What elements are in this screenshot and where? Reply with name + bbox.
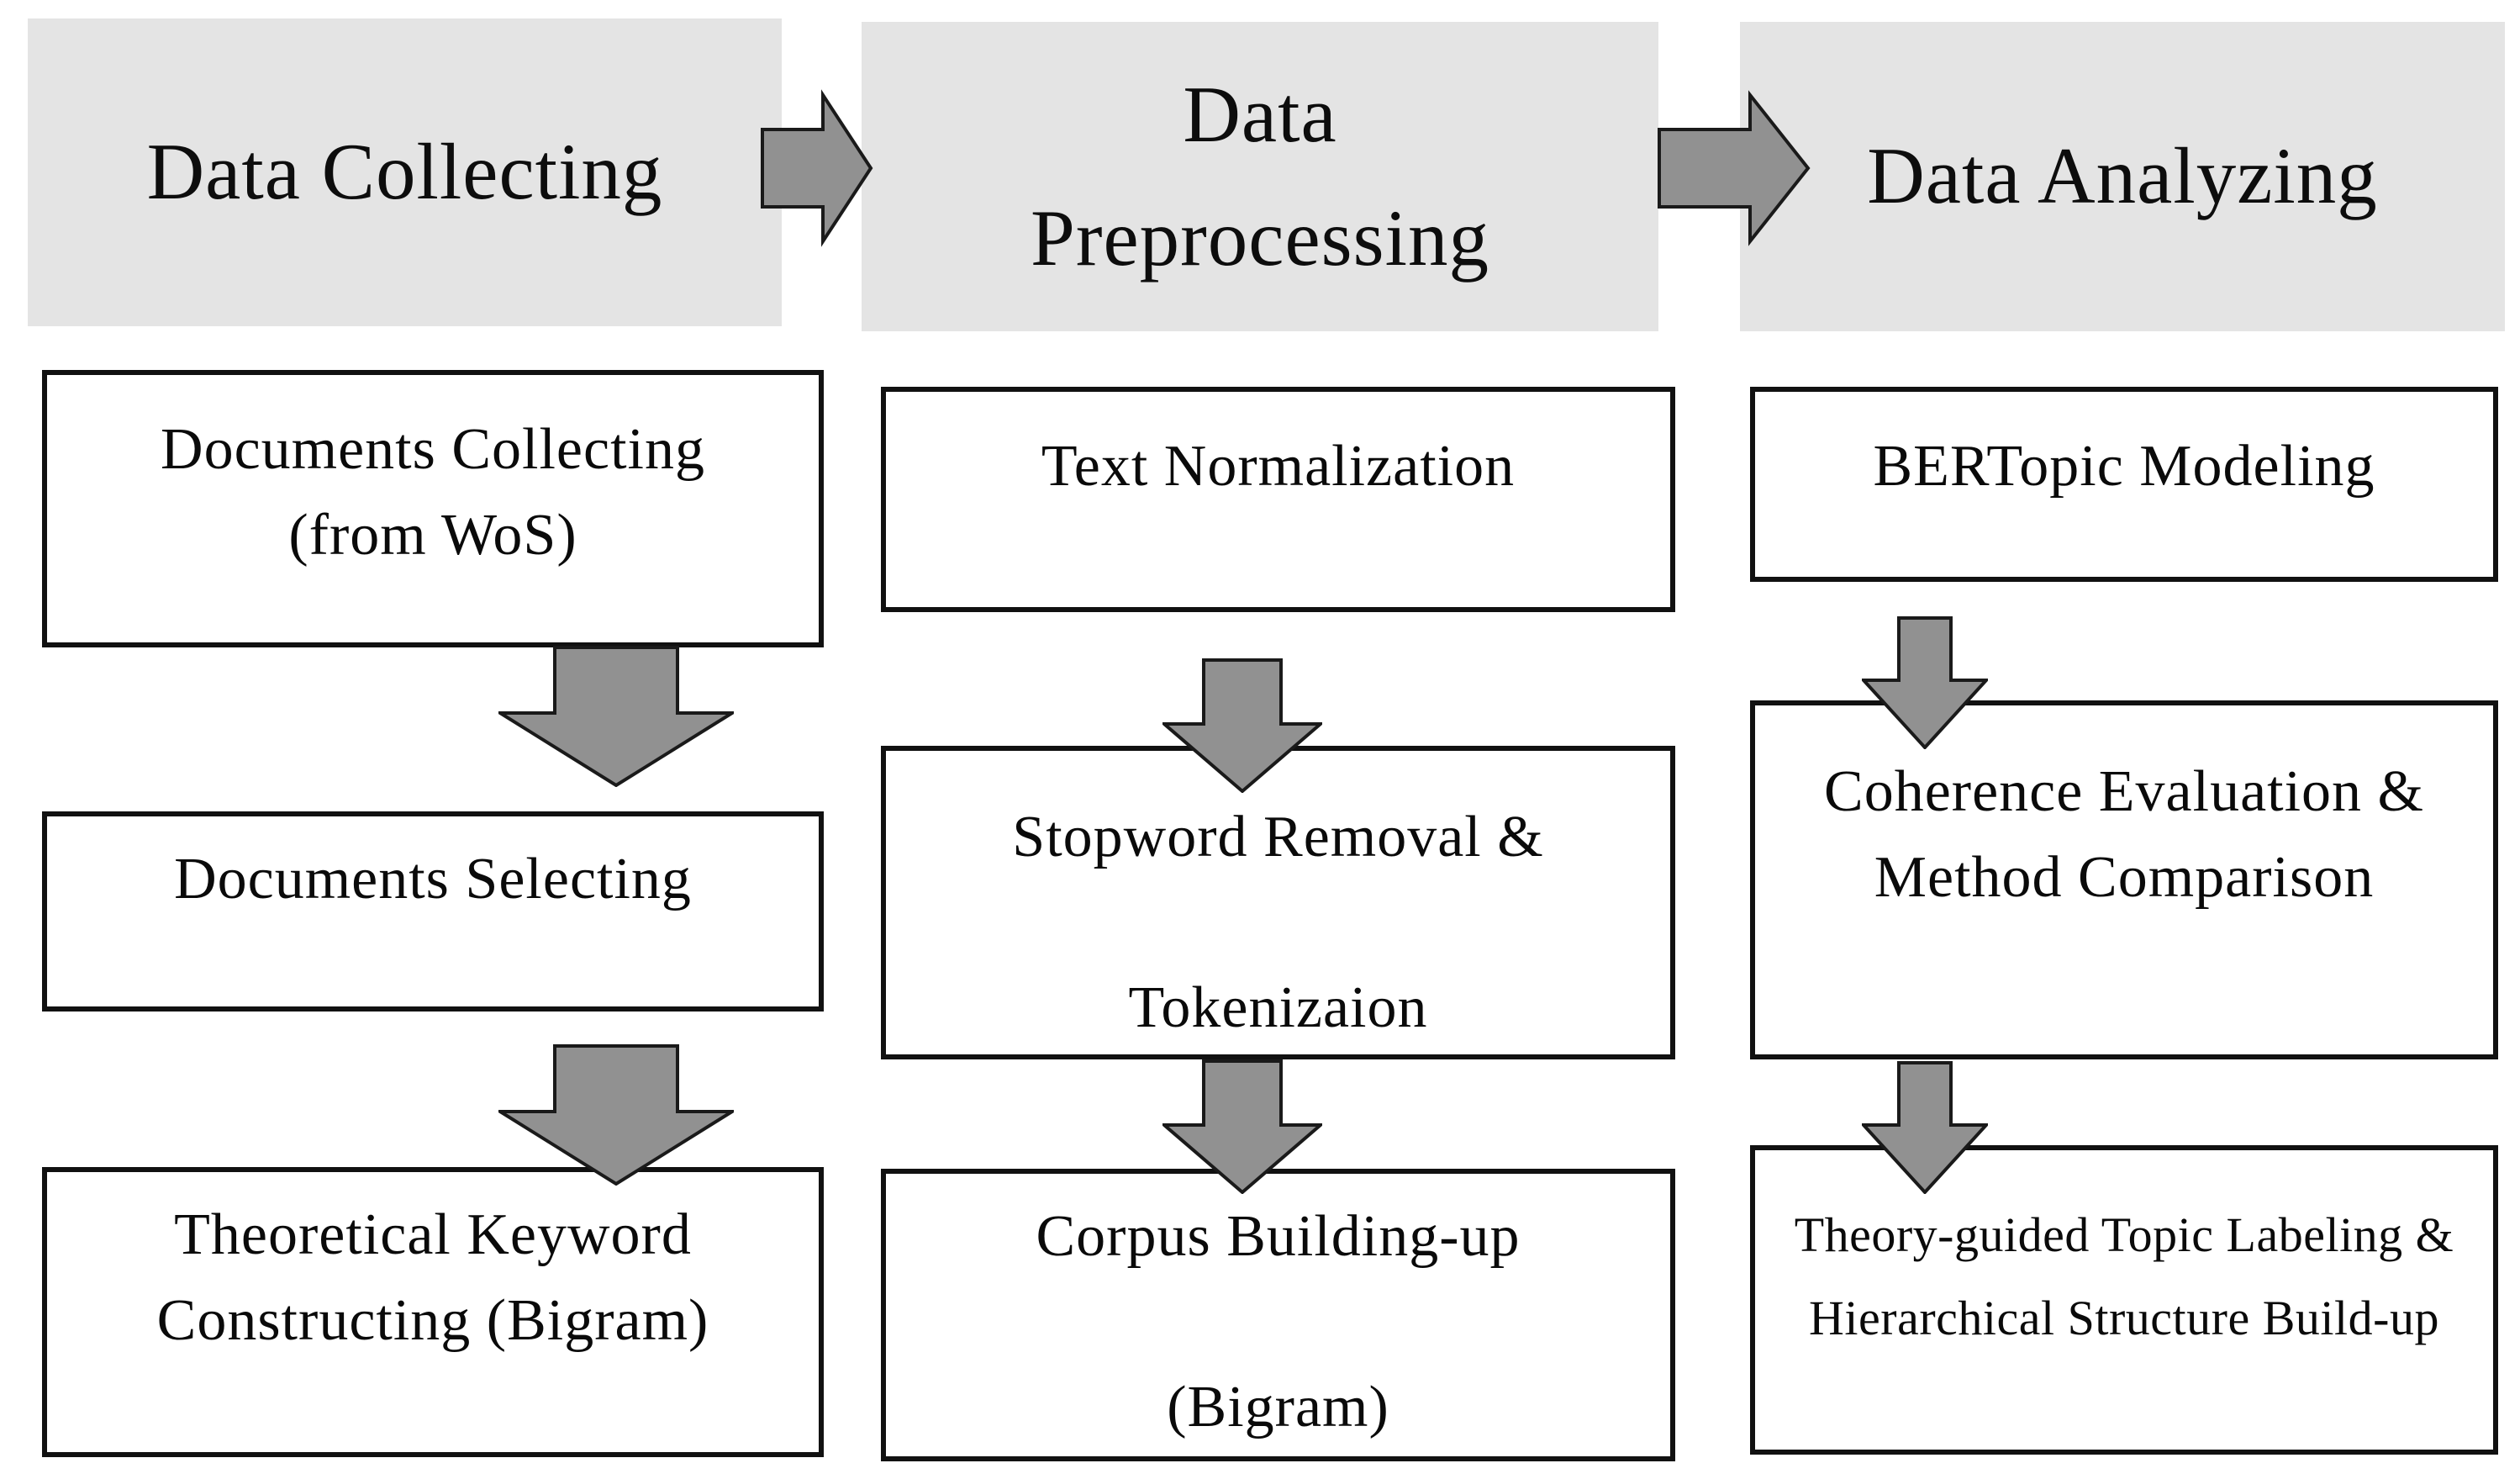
box-text: Tokenizaion: [1128, 975, 1428, 1040]
box-text: Corpus Building-up: [1036, 1204, 1521, 1269]
box-text: Method Comparison: [1874, 844, 2375, 910]
box-text: Stopword Removal &: [1012, 805, 1544, 869]
box-text: Documents Selecting: [174, 847, 692, 911]
down-arrow-icon: [1862, 1061, 1988, 1194]
box-corpus-building-up: Corpus Building-up (Bigram): [881, 1169, 1675, 1461]
box-text: Text Normalization: [1041, 434, 1516, 499]
box-text-normalization: Text Normalization: [881, 387, 1675, 612]
box-text: (Bigram): [1167, 1375, 1389, 1439]
phase-title: Data Analyzing: [1867, 131, 2378, 221]
right-arrow-icon: [1658, 88, 1811, 248]
down-arrow-icon: [1862, 616, 1988, 749]
box-text: (from WoS): [288, 502, 577, 568]
box-theoretical-keyword-constructing: Theoretical Keyword Constructing (Bigram…: [42, 1167, 824, 1457]
phase-header-data-collecting: Data Collecting: [28, 18, 782, 326]
box-theory-guided-topic-labeling: Theory-guided Topic Labeling & Hierarchi…: [1750, 1145, 2498, 1455]
phase-title: Data: [1183, 69, 1337, 159]
down-arrow-icon: [1162, 1059, 1322, 1194]
down-arrow-icon: [498, 646, 734, 787]
box-stopword-removal-tokenization: Stopword Removal & Tokenizaion: [881, 746, 1675, 1059]
box-text: Documents Collecting: [161, 417, 705, 482]
phase-header-data-preprocessing: Data Preprocessing: [862, 22, 1658, 331]
box-text: Constructing (Bigram): [156, 1287, 709, 1353]
down-arrow-icon: [498, 1044, 734, 1186]
box-text: BERTopic Modeling: [1873, 434, 2375, 499]
box-text: Coherence Evaluation &: [1824, 759, 2424, 824]
box-documents-collecting: Documents Collecting (from WoS): [42, 370, 824, 647]
box-text-gap: [886, 1280, 1670, 1365]
box-text: Theory-guided Topic Labeling &: [1794, 1207, 2454, 1262]
right-arrow-icon: [761, 88, 874, 248]
box-text: Theoretical Keyword: [174, 1202, 692, 1267]
phase-title: Preprocessing: [1031, 193, 1489, 283]
box-documents-selecting: Documents Selecting: [42, 811, 824, 1012]
box-text-gap: [886, 880, 1670, 966]
phase-title: Data Collecting: [146, 127, 663, 217]
box-text: Hierarchical Structure Build-up: [1809, 1290, 2439, 1345]
box-coherence-evaluation: Coherence Evaluation & Method Comparison: [1750, 700, 2498, 1059]
box-bertopic-modeling: BERTopic Modeling: [1750, 387, 2498, 582]
down-arrow-icon: [1162, 658, 1322, 793]
phase-header-data-analyzing: Data Analyzing: [1740, 22, 2505, 331]
